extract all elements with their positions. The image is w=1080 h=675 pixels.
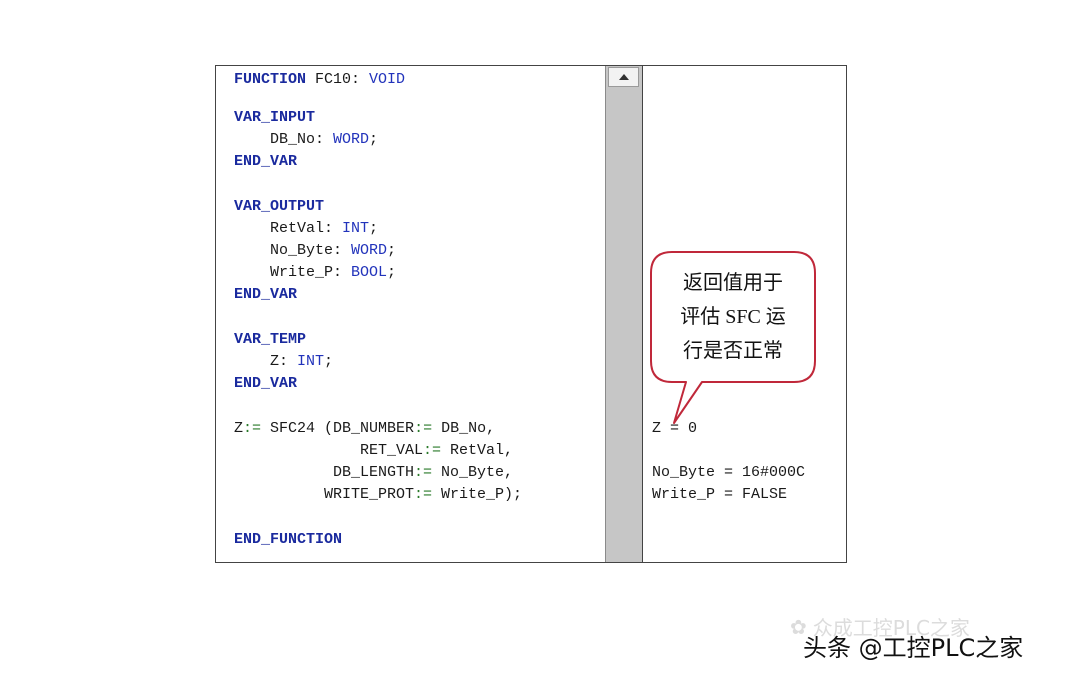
watermark: 头条 @工控PLC之家 bbox=[803, 634, 1024, 662]
identifier: FC10: bbox=[306, 71, 370, 88]
keyword: VAR_OUTPUT bbox=[234, 198, 325, 215]
identifier: RET_VAL bbox=[234, 442, 424, 459]
code-line-1: FUNCTION FC10: VOID bbox=[234, 70, 405, 90]
wechat-icon: ✿ bbox=[790, 614, 807, 639]
callout-line: 行是否正常 bbox=[683, 340, 783, 362]
assign-operator: := bbox=[423, 442, 442, 459]
watermark-faint-text: 众成工控PLC之家 bbox=[812, 616, 970, 640]
code-line-8: Write_P: BOOL; bbox=[234, 263, 396, 283]
assign-operator: := bbox=[414, 486, 433, 503]
output-no-byte: No_Byte = 16#000C bbox=[652, 464, 806, 481]
identifier: DB_No, bbox=[432, 420, 496, 437]
keyword: VAR_TEMP bbox=[234, 331, 307, 348]
code-line-15: DB_LENGTH:= No_Byte, bbox=[234, 463, 513, 483]
code-line-3: DB_No: WORD; bbox=[234, 130, 378, 150]
code-line-14: RET_VAL:= RetVal, bbox=[234, 441, 513, 461]
code-line-12: END_VAR bbox=[234, 374, 297, 394]
keyword: END_FUNCTION bbox=[234, 531, 343, 548]
output-z: Z = 0 bbox=[652, 420, 698, 437]
code-line-16: WRITE_PROT:= Write_P); bbox=[234, 485, 522, 505]
callout-line: 评估 SFC 运 bbox=[680, 306, 786, 328]
terminator: ; bbox=[369, 131, 379, 148]
terminator: ; bbox=[324, 353, 334, 370]
code-line-10: VAR_TEMP bbox=[234, 330, 306, 350]
output-pane: Z = 0 No_Byte = 16#000C Write_P = FALSE bbox=[643, 66, 846, 562]
code-line-11: Z: INT; bbox=[234, 352, 333, 372]
callout-shape bbox=[650, 251, 816, 424]
type: VOID bbox=[369, 71, 406, 88]
code-line-4: END_VAR bbox=[234, 152, 297, 172]
identifier: Z bbox=[234, 420, 244, 437]
assign-operator: := bbox=[243, 420, 262, 437]
watermark-faint: ✿ 众成工控PLC之家 bbox=[790, 612, 970, 641]
assign-operator: := bbox=[414, 420, 433, 437]
identifier: DB_LENGTH bbox=[234, 464, 415, 481]
keyword: FUNCTION bbox=[234, 71, 307, 88]
type: WORD bbox=[351, 242, 388, 259]
identifier: DB_No: bbox=[234, 131, 334, 148]
identifier: RetVal: bbox=[234, 220, 343, 237]
terminator: ; bbox=[387, 264, 397, 281]
identifier: No_Byte: bbox=[234, 242, 352, 259]
keyword: END_VAR bbox=[234, 286, 298, 303]
type: BOOL bbox=[351, 264, 388, 281]
identifier: WRITE_PROT bbox=[234, 486, 415, 503]
arrow-up-icon bbox=[618, 74, 629, 80]
code-line-17: END_FUNCTION bbox=[234, 530, 342, 550]
output-write-p: Write_P = FALSE bbox=[652, 486, 788, 503]
identifier: Write_P: bbox=[234, 264, 352, 281]
identifier: SFC24 (DB_NUMBER bbox=[261, 420, 415, 437]
identifier: RetVal, bbox=[441, 442, 514, 459]
keyword: END_VAR bbox=[234, 375, 298, 392]
terminator: ; bbox=[369, 220, 379, 237]
callout-line: 返回值用于 bbox=[683, 272, 783, 294]
terminator: ; bbox=[387, 242, 397, 259]
type: INT bbox=[297, 353, 325, 370]
keyword: VAR_INPUT bbox=[234, 109, 316, 126]
callout-bubble: 返回值用于 评估 SFC 运 行是否正常 bbox=[650, 251, 816, 424]
assign-operator: := bbox=[414, 464, 433, 481]
identifier: Z: bbox=[234, 353, 298, 370]
code-line-2: VAR_INPUT bbox=[234, 108, 315, 128]
code-line-7: No_Byte: WORD; bbox=[234, 241, 396, 261]
code-line-9: END_VAR bbox=[234, 285, 297, 305]
vertical-scrollbar[interactable] bbox=[605, 66, 643, 562]
callout-text: 返回值用于 评估 SFC 运 行是否正常 bbox=[650, 266, 816, 368]
type: INT bbox=[342, 220, 370, 237]
identifier: Write_P); bbox=[432, 486, 523, 503]
code-editor[interactable]: FUNCTION FC10: VOID VAR_INPUT DB_No: WOR… bbox=[216, 66, 605, 562]
code-line-6: RetVal: INT; bbox=[234, 219, 378, 239]
code-line-13: Z:= SFC24 (DB_NUMBER:= DB_No, bbox=[234, 419, 495, 439]
type: WORD bbox=[333, 131, 370, 148]
scroll-up-button[interactable] bbox=[608, 67, 639, 87]
keyword: END_VAR bbox=[234, 153, 298, 170]
code-line-5: VAR_OUTPUT bbox=[234, 197, 324, 217]
identifier: No_Byte, bbox=[432, 464, 514, 481]
